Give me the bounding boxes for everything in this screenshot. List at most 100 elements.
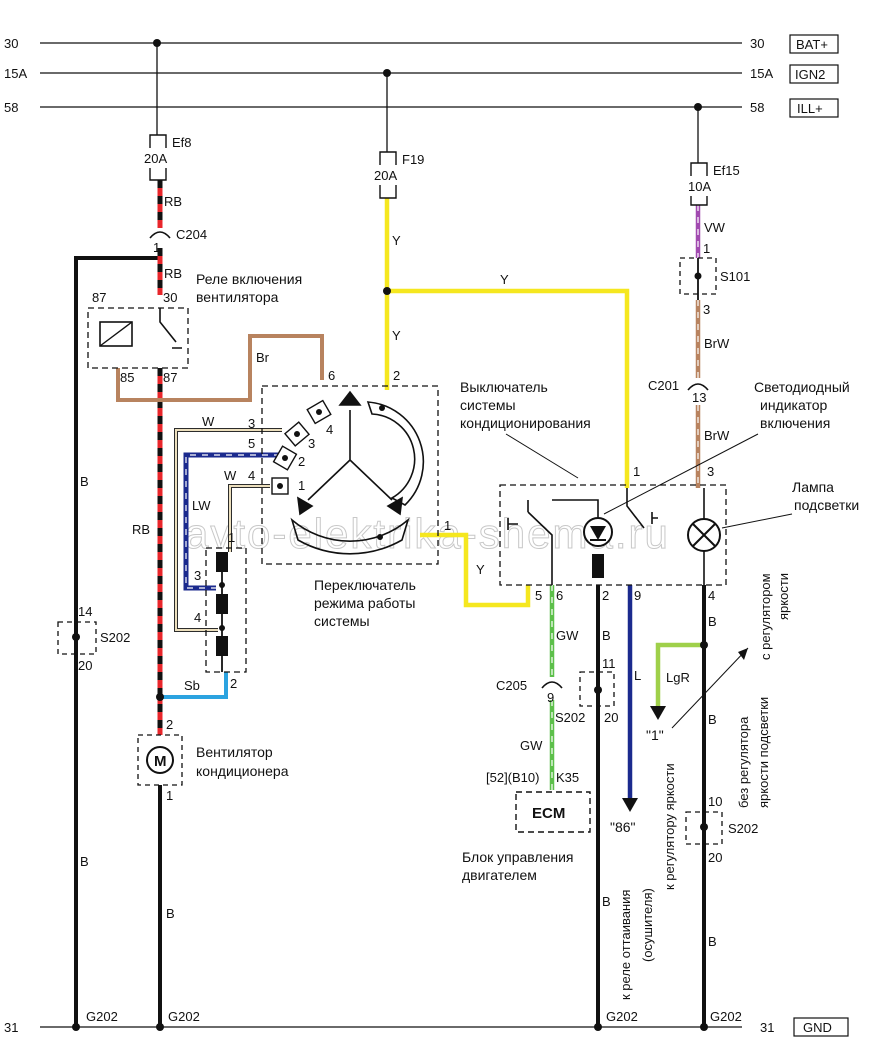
ms-pin-2b: 2 (298, 454, 305, 469)
tag-ill: ILL+ (797, 101, 823, 116)
mode-switch-label-2: режима работы (314, 595, 415, 611)
s202-left-label: S202 (100, 630, 130, 645)
lbl-brw-1: BrW (704, 336, 730, 351)
ecm-box (515, 791, 591, 833)
ms-pin-2: 2 (393, 368, 400, 383)
fan-motor-box (137, 734, 183, 786)
splice-s202-right (685, 811, 723, 845)
fan-relay-label-2: вентилятора (196, 289, 279, 305)
lbl-lw: LW (192, 498, 211, 513)
ecm-pin-b10: [52](B10) (486, 770, 539, 785)
ac-switch-right-contact (626, 488, 658, 529)
pin-30: 30 (163, 290, 177, 305)
splice-s202-left (57, 621, 97, 655)
ground-g202-2: G202 (168, 1009, 200, 1024)
ecm-label-1: Блок управления (462, 849, 574, 865)
note-with-dimmer-2: яркости (776, 573, 791, 620)
ac-switch-label-1: Выключатель (460, 379, 548, 395)
lbl-lgr: LgR (666, 670, 690, 685)
s202c-pin-20: 20 (604, 710, 618, 725)
mode-switch-rotor (290, 390, 425, 555)
acs-pin-9: 9 (634, 588, 641, 603)
ac-switch-label-3: кондиционирования (460, 415, 591, 431)
lbl-b-led-2: B (602, 894, 611, 909)
wire-sb (160, 672, 228, 699)
led-label-1: Светодиодный (754, 379, 850, 395)
pin-14: 14 (78, 604, 92, 619)
rail-15a-right: 15A (750, 66, 773, 81)
acs-pin-6: 6 (556, 588, 563, 603)
s202r-pin-10: 10 (708, 794, 722, 809)
pin-87: 87 (163, 370, 177, 385)
led-label-2: индикатор (760, 397, 827, 413)
mode-switch-label-1: Переключатель (314, 577, 416, 593)
motor-pin-2: 2 (166, 717, 173, 732)
tag-ign2: IGN2 (795, 67, 825, 82)
s202-center-label: S202 (555, 710, 585, 725)
rail-30-left: 30 (4, 36, 18, 51)
pin-c205-9: 9 (547, 690, 554, 705)
pin-86: 87 (92, 290, 106, 305)
s101-pin-1: 1 (703, 241, 710, 256)
s202r-pin-20: 20 (708, 850, 722, 865)
lbl-rb-1: RB (164, 194, 182, 209)
ms-pin-6: 6 (328, 368, 335, 383)
fuse-f19 (379, 151, 397, 199)
wire-br (116, 334, 324, 402)
led-resistor (592, 554, 604, 578)
res-pin-4: 4 (194, 610, 201, 625)
rail-58-left: 58 (4, 100, 18, 115)
note-with-dimmer-1: с регулятором (758, 573, 773, 660)
mode-switch-label-3: системы (314, 613, 370, 629)
ground-g202-1: G202 (86, 1009, 118, 1024)
fuse-f19-rating: 20A (374, 168, 397, 183)
fuse-ef15-name: Ef15 (713, 163, 740, 178)
lbl-gw-2: GW (520, 738, 543, 753)
fan-label-2: кондиционера (196, 763, 289, 779)
acs-pin-1: 1 (633, 464, 640, 479)
note-dryer-relay-2: (осушителя) (640, 888, 655, 962)
mode-switch-box (261, 385, 439, 565)
lbl-w-2: W (224, 468, 237, 483)
ms-pin-1-out: 1 (444, 518, 451, 533)
relay-coil (99, 321, 133, 347)
acs-pin-4: 4 (708, 588, 715, 603)
lamp-label-1: Лампа (792, 479, 834, 495)
ms-pin-1: 1 (298, 478, 305, 493)
s101-pin-3: 3 (703, 302, 710, 317)
lamp-label-2: подсветки (794, 497, 859, 513)
note-dryer-relay-1: к реле оттаивания (618, 890, 633, 1000)
rail-31-left: 31 (4, 1020, 18, 1035)
ms-pin-4: 4 (326, 422, 333, 437)
ecm-label-2: двигателем (462, 867, 537, 883)
lbl-rb-2: RB (164, 266, 182, 281)
acs-pin-2: 2 (602, 588, 609, 603)
lbl-b-led: B (602, 628, 611, 643)
tag-bat: BAT+ (796, 37, 828, 52)
fan-label-1: Вентилятор (196, 744, 273, 760)
ground-g202-3: G202 (606, 1009, 638, 1024)
connector-c205: C205 (496, 678, 527, 693)
lbl-y-2: Y (500, 272, 509, 287)
fan-relay-label-1: Реле включения (196, 271, 302, 287)
lbl-vw: VW (704, 220, 726, 235)
pin-85: 85 (120, 370, 134, 385)
lbl-b-left-2: B (80, 854, 89, 869)
lbl-b-lamp-3: B (708, 934, 717, 949)
relay-contact (159, 308, 182, 349)
lbl-b-lamp-1: B (708, 614, 717, 629)
res-pin-1: 1 (228, 530, 235, 545)
s202c-pin-11: 11 (602, 656, 616, 671)
fan-resistors (216, 552, 228, 656)
rail-tags (789, 34, 849, 1037)
note-to-dimmer: к регулятору яркости (662, 763, 677, 890)
ms-side-5: 5 (248, 436, 255, 451)
lbl-w-1: W (202, 414, 215, 429)
motor-letter: M (154, 753, 167, 770)
s101-label: S101 (720, 269, 750, 284)
lbl-br: Br (256, 350, 270, 365)
led-label-3: включения (760, 415, 830, 431)
wire-y-branch (387, 288, 630, 488)
acs-pin-3: 3 (707, 464, 714, 479)
